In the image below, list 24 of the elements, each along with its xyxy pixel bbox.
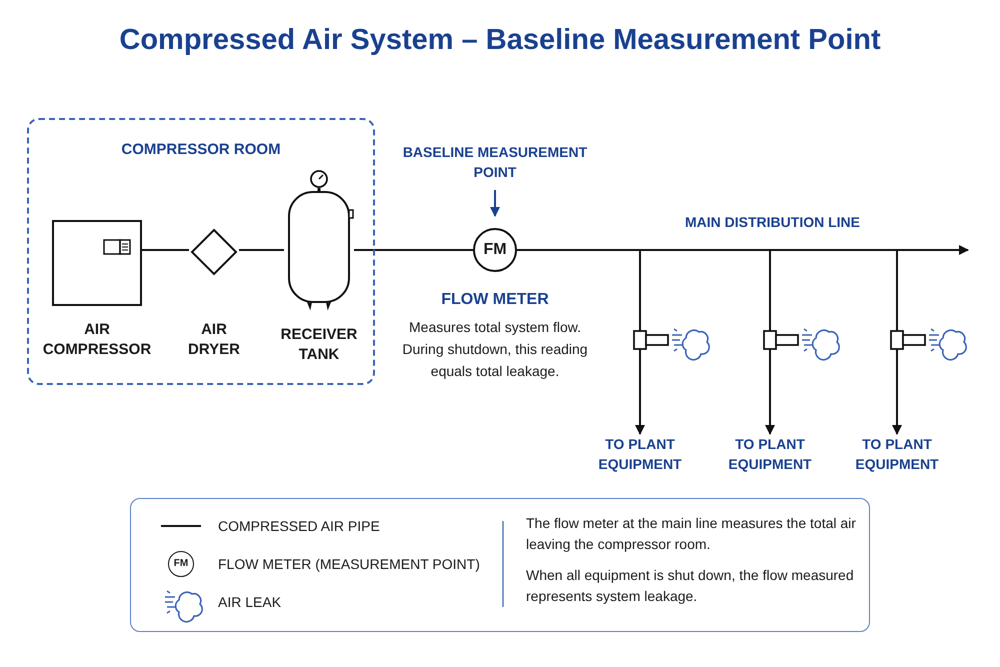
callout-text: BASELINE MEASUREMENT POINT: [395, 142, 595, 186]
equipment-label: AIR DRYER: [187, 320, 241, 360]
legend-text: FLOW METER (MEASUREMENT POINT): [218, 555, 481, 574]
equipment-label: AIR COMPRESSOR: [42, 320, 152, 360]
description-text: Measures total system flow. During shutdown, this reading equals total leakage.: [401, 318, 589, 381]
room-boundary: [27, 118, 375, 385]
edge-label: MAIN DISTRIBUTION LINE: [684, 213, 861, 232]
pipe-line: [142, 249, 189, 251]
pipe-line: [354, 249, 473, 251]
equipment-label: RECEIVER TANK: [280, 325, 358, 365]
destination-label: TO PLANT EQUIPMENT: [715, 434, 825, 476]
pipe-line: [239, 249, 284, 251]
note-text: The flow meter at the main line measures the total air leaving the compressor room.: [526, 514, 856, 554]
flow-meter-title: FLOW METER: [440, 290, 550, 310]
flow-meter-symbol: FM: [168, 551, 194, 577]
destination-label: TO PLANT EQUIPMENT: [585, 434, 695, 476]
note-text: When all equipment is shut down, the flow measured represents system leakage.: [526, 566, 855, 606]
pointer-arrow: [490, 190, 500, 217]
flow-meter-symbol: FM: [473, 228, 517, 272]
area-title: COMPRESSOR ROOM: [120, 140, 282, 160]
legend-text: COMPRESSED AIR PIPE: [218, 517, 381, 536]
diagram-title: Compressed Air System – Baseline Measurement Point: [118, 24, 882, 57]
legend-text: AIR LEAK: [218, 593, 282, 612]
destination-label: TO PLANT EQUIPMENT: [842, 434, 952, 476]
